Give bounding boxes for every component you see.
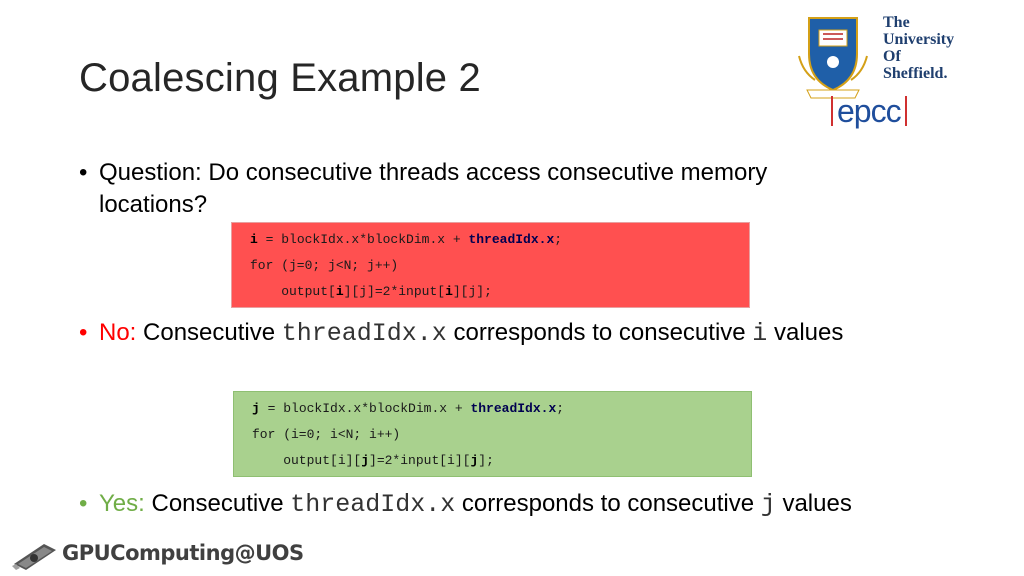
bullet-no-code-threadidx: threadIdx.x bbox=[281, 319, 447, 348]
bullet-yes: • Yes: Consecutive threadIdx.x correspon… bbox=[79, 488, 979, 521]
university-logo: The University Of Sheffield. epcc bbox=[797, 12, 967, 132]
bullet-no: • No: Consecutive threadIdx.x correspond… bbox=[79, 317, 979, 350]
code-line-2: for (j=0; j<N; j++) bbox=[250, 258, 399, 273]
answer-yes-label: Yes: bbox=[99, 490, 145, 517]
bullet-dot: • bbox=[79, 319, 88, 346]
bullet-no-text-3: values bbox=[767, 319, 844, 346]
code-line-3: output[i][j]=2*input[i][j]; bbox=[250, 284, 492, 299]
code-line-2: for (i=0; i<N; i++) bbox=[252, 427, 401, 442]
bullet-yes-code-j: j bbox=[760, 490, 776, 519]
bullet-dot: • bbox=[79, 159, 88, 186]
logo-text-university: University bbox=[883, 31, 955, 48]
bullet-no-text-1: Consecutive bbox=[136, 319, 282, 346]
answer-no-label: No: bbox=[99, 319, 137, 346]
bullet-no-code-i: i bbox=[752, 319, 768, 348]
logo-text-sheffield: Sheffield. bbox=[883, 65, 948, 82]
code-line-1: j = blockIdx.x*blockDim.x + threadIdx.x; bbox=[252, 401, 565, 416]
code-block-column-major: j = blockIdx.x*blockDim.x + threadIdx.x;… bbox=[233, 391, 752, 477]
epcc-text: epcc bbox=[837, 93, 902, 129]
bullet-yes-text-3: values bbox=[775, 490, 852, 517]
bullet-yes-text-1: Consecutive bbox=[144, 490, 291, 517]
bullet-dot: • bbox=[79, 490, 88, 517]
code-block-row-major: i = blockIdx.x*blockDim.x + threadIdx.x;… bbox=[231, 222, 750, 308]
logo-text-of: Of bbox=[883, 48, 901, 65]
code-line-1: i = blockIdx.x*blockDim.x + threadIdx.x; bbox=[250, 232, 563, 247]
bullet-question-text: Question: Do consecutive threads access … bbox=[99, 159, 768, 218]
bullet-yes-text-2: corresponds to consecutive bbox=[455, 490, 761, 517]
bullet-question: • Question: Do consecutive threads acces… bbox=[79, 157, 879, 221]
footer-brand: GPUComputing@UOS bbox=[62, 541, 304, 565]
slide-title: Coalescing Example 2 bbox=[79, 56, 481, 100]
footer bbox=[10, 538, 330, 574]
crest-icon bbox=[798, 17, 868, 99]
code-line-3: output[i][j]=2*input[i][j]; bbox=[252, 453, 494, 468]
logo-text-the: The bbox=[883, 14, 910, 31]
gpu-card-icon bbox=[12, 544, 56, 570]
bullet-no-text-2: corresponds to consecutive bbox=[446, 319, 753, 346]
epcc-logo: epcc bbox=[831, 94, 907, 128]
bullet-yes-code-threadidx: threadIdx.x bbox=[290, 490, 456, 519]
